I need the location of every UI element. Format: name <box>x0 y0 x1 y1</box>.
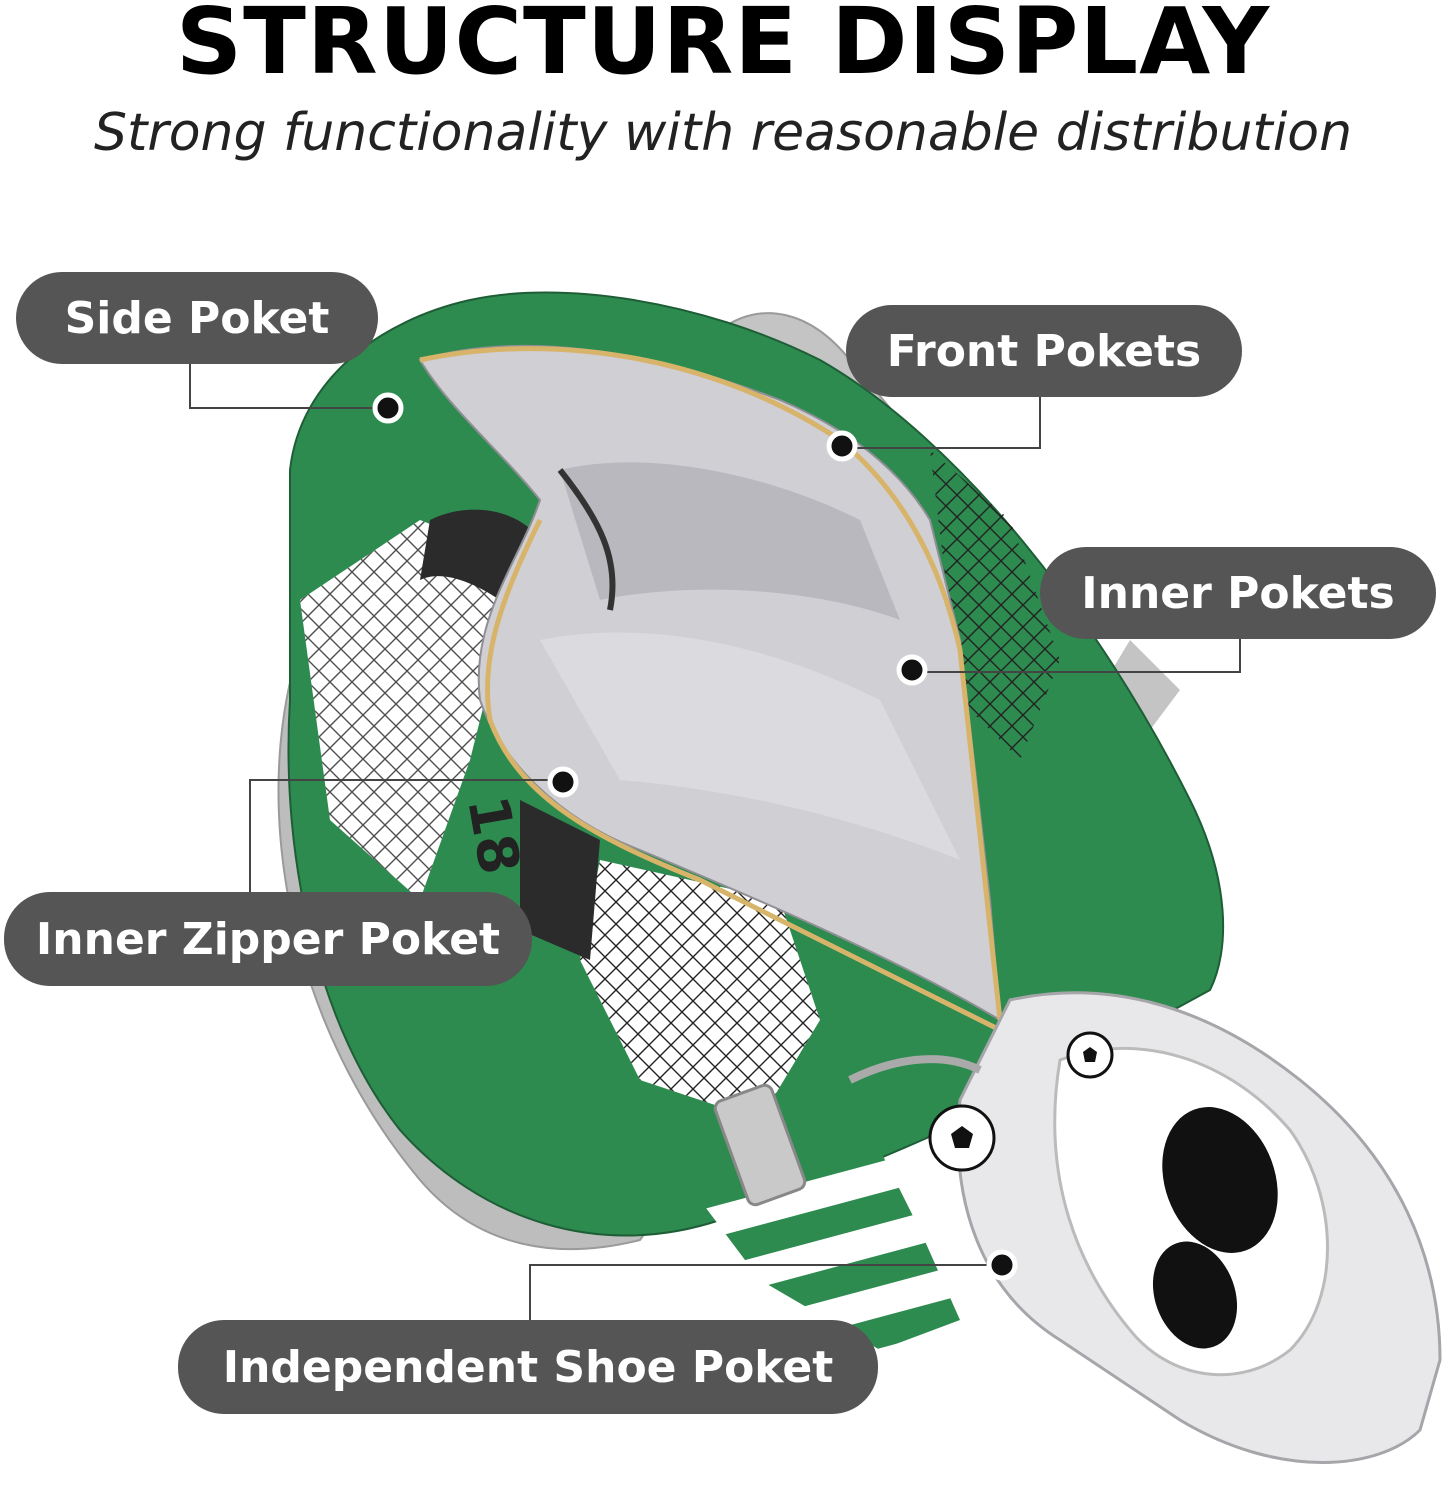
page-title: STRUCTURE DISPLAY <box>175 0 1271 95</box>
callout-inner-pockets: Inner Pokets <box>1040 547 1436 639</box>
page-subtitle: Strong functionality with reasonable dis… <box>93 103 1353 163</box>
callout-shoe-pocket: Independent Shoe Poket <box>178 1320 878 1414</box>
callout-front-pockets: Front Pokets <box>846 305 1242 397</box>
callout-side-pocket: Side Poket <box>16 272 378 364</box>
callout-inner-zipper-pocket: Inner Zipper Poket <box>4 892 532 986</box>
svg-text:18: 18 <box>454 791 532 879</box>
